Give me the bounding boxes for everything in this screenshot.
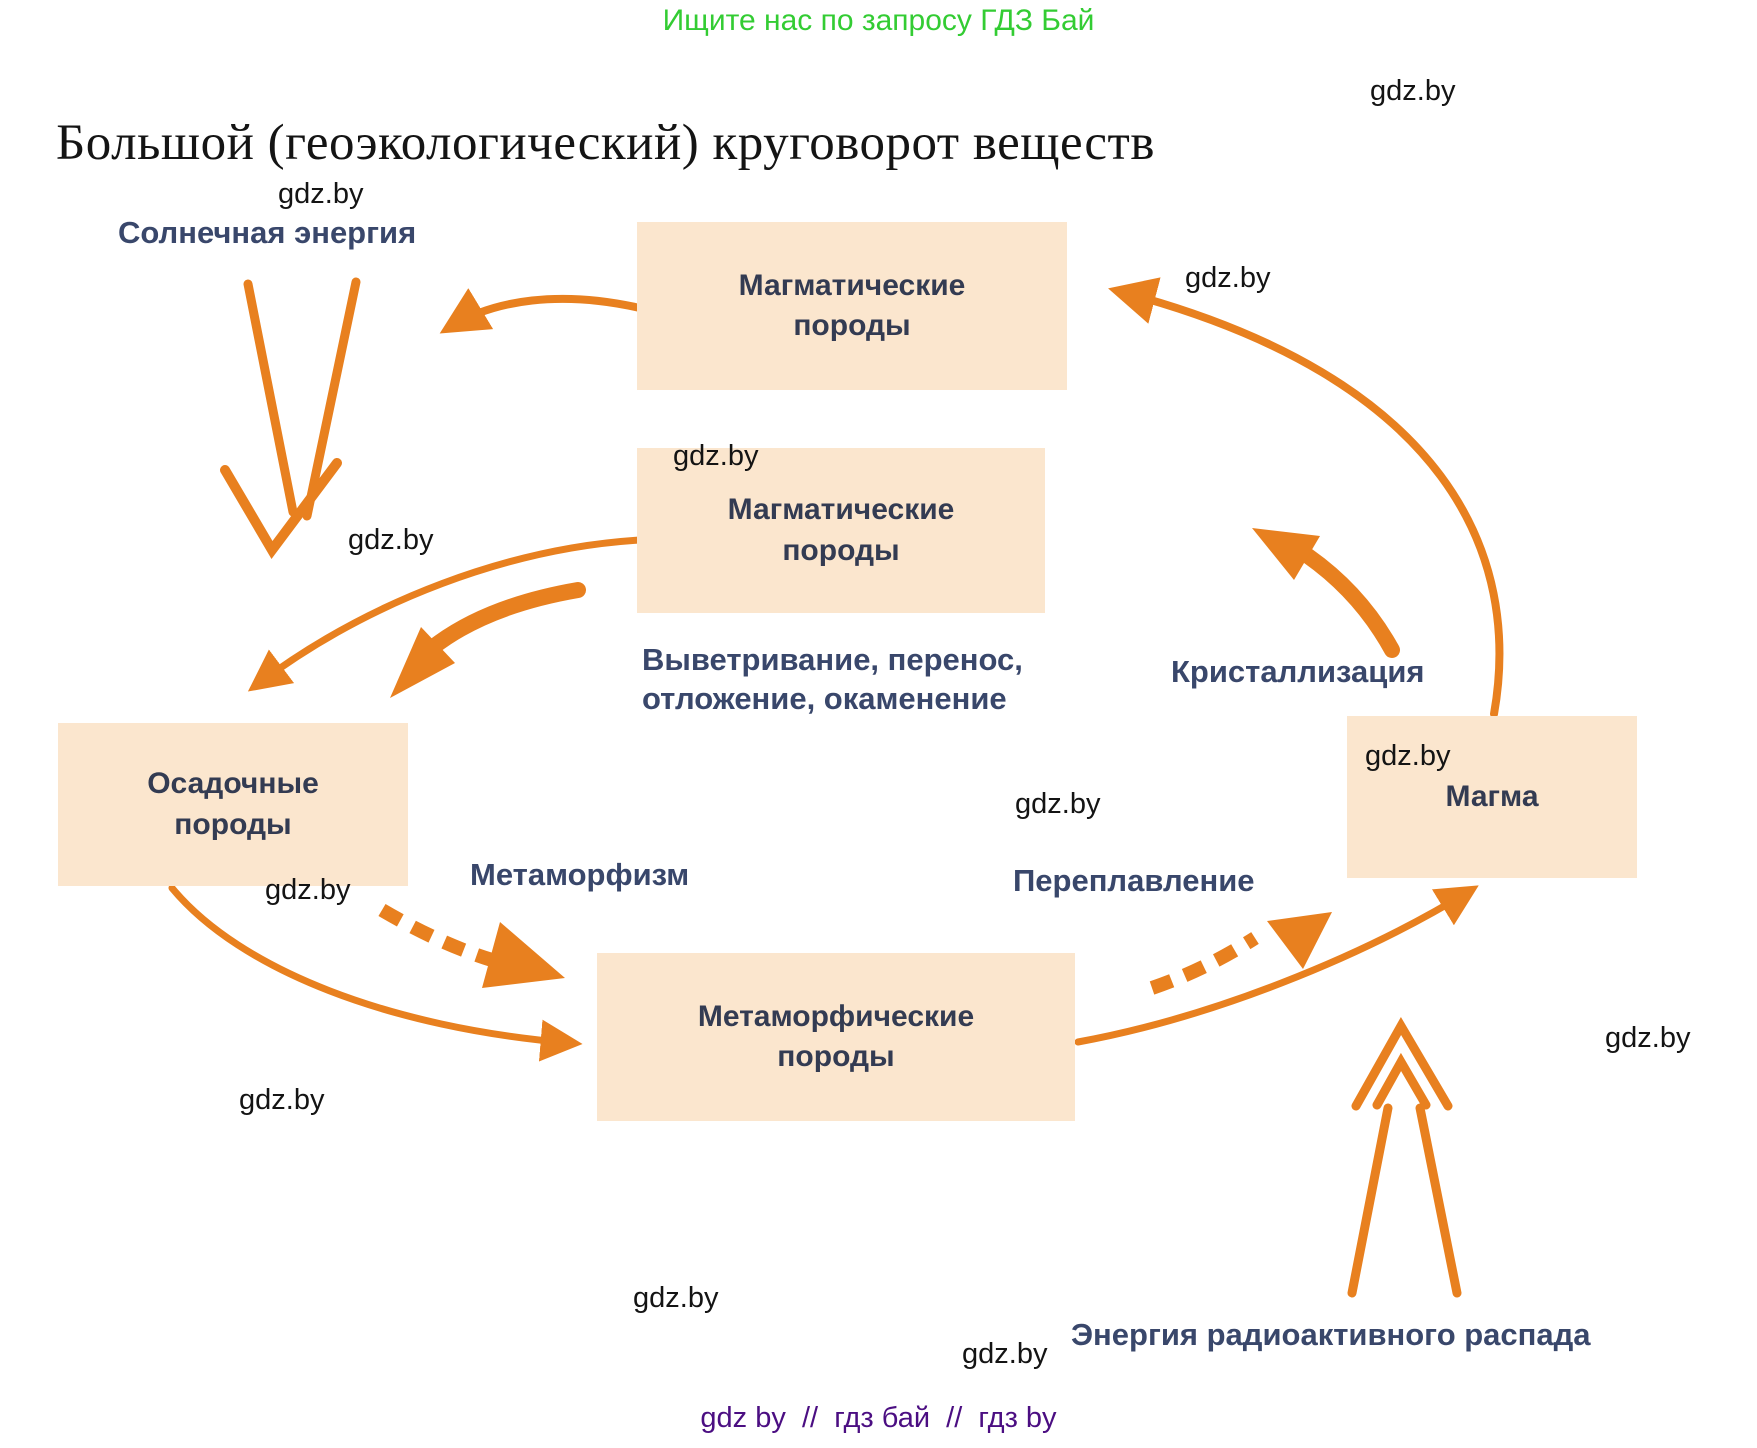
radioactive-energy-arrow	[1347, 1016, 1462, 1298]
footer-watermark: gdz by // гдз бай // гдз by	[700, 1402, 1057, 1434]
remelting-dashed-arrow	[1149, 912, 1332, 995]
node-magmatic-rocks-top: Магматические породы	[637, 222, 1067, 390]
label-radioactive-decay-energy: Энергия радиоактивного распада	[1071, 1317, 1591, 1352]
crystallization-arrow	[1252, 528, 1400, 658]
gdz-watermark: gdz.by	[673, 440, 759, 472]
magma-to-magmatic-curve	[1108, 277, 1504, 718]
page-title: Большой (геоэкологический) круговорот ве…	[56, 115, 1155, 172]
metamorphism-dashed-arrow	[378, 903, 565, 988]
node-sedimentary-rocks: Осадочные породы	[58, 723, 408, 886]
sedimentary-to-metamorphic-curve	[168, 884, 583, 1062]
gdz-watermark: gdz.by	[962, 1338, 1048, 1370]
gdz-watermark: gdz.by	[633, 1282, 719, 1314]
label-crystallization: Кристаллизация	[1171, 654, 1425, 689]
node-magmatic-rocks-mid: Магматические породы	[637, 448, 1045, 613]
label-remelting: Переплавление	[1013, 863, 1255, 898]
gdz-watermark: gdz.by	[1370, 75, 1456, 107]
magmatic-to-surface-arrow	[439, 288, 644, 334]
gdz-watermark: gdz.by	[348, 524, 434, 556]
label-solar-energy: Солнечная энергия	[118, 215, 417, 250]
gdz-watermark: gdz.by	[1605, 1022, 1691, 1054]
gdz-watermark: gdz.by	[278, 178, 364, 210]
weathering-arrow	[390, 582, 586, 698]
label-metamorphism: Метаморфизм	[470, 857, 690, 892]
gdz-watermark: gdz.by	[1015, 788, 1101, 820]
gdz-watermark: gdz.by	[239, 1084, 325, 1116]
promo-banner: Ищите нас по запросу ГДЗ Бай	[662, 4, 1095, 37]
node-metamorphic-rocks: Метаморфические породы	[597, 953, 1075, 1121]
solar-energy-arrow	[220, 277, 361, 560]
gdz-watermark: gdz.by	[265, 874, 351, 906]
gdz-watermark: gdz.by	[1365, 740, 1451, 772]
gdz-watermark: gdz.by	[1185, 262, 1271, 294]
magmatic-to-sedimentary-curve	[247, 536, 644, 692]
node-magma: Магма	[1347, 716, 1637, 878]
label-weathering-transport: Выветривание, перенос, отложение, окамен…	[642, 642, 1023, 716]
metamorphic-to-magma-curve	[1074, 885, 1479, 1046]
